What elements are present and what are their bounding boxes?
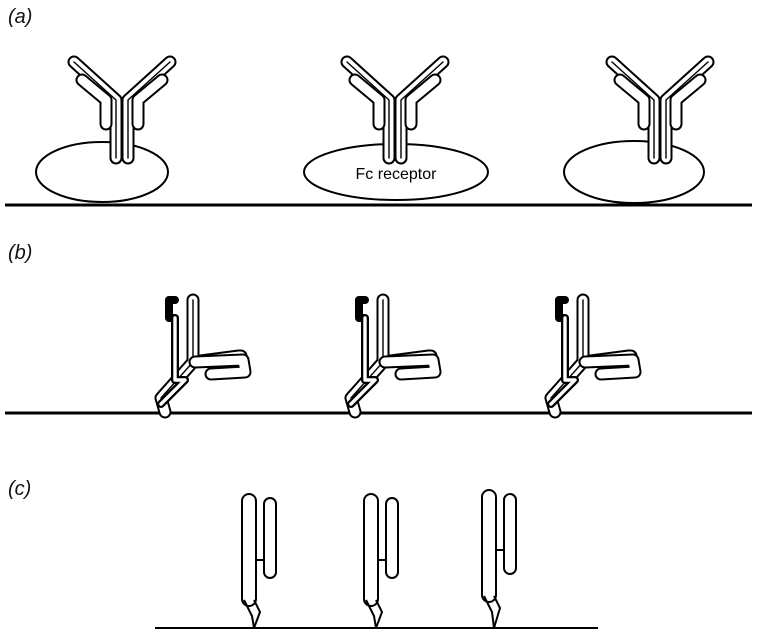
fragment-2 — [364, 494, 398, 628]
fragment-3 — [482, 490, 516, 628]
fc-receptor-3 — [564, 141, 704, 203]
antibody-tilted-2 — [351, 300, 435, 412]
panel-c — [155, 490, 598, 628]
fragment-1 — [242, 494, 276, 628]
antibody-tilted-3 — [551, 300, 635, 412]
antibody-y-2 — [347, 62, 443, 158]
panel-a: Fc receptor — [5, 62, 752, 205]
fc-receptor-1 — [36, 142, 168, 202]
antibody-tilted-1 — [161, 300, 245, 412]
fc-receptor-label: Fc receptor — [356, 166, 438, 183]
panel-b — [5, 300, 752, 413]
